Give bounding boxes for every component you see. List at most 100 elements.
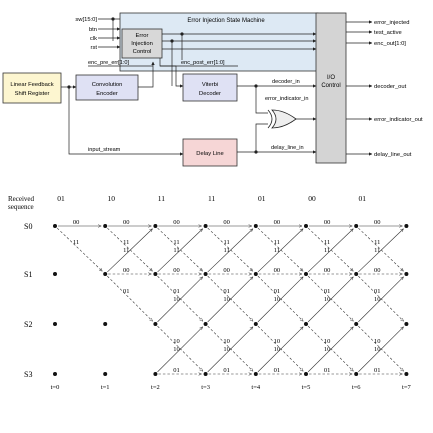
trellis-edge-label: 10: [274, 338, 281, 345]
trellis-edge: [358, 275, 403, 321]
trellis-edge-label: 10: [274, 346, 281, 353]
state-label: S2: [24, 320, 32, 329]
trellis-edge-label: 00: [324, 267, 331, 274]
trellis-edge: [358, 277, 403, 323]
time-label: t=2: [151, 384, 160, 391]
trellis-edge-label: 01: [374, 367, 381, 374]
fsm-title: Error Injection State Machine: [187, 18, 265, 24]
trellis-edge-labels: 0011001111010000111101001010100100111101…: [73, 219, 381, 374]
label-decoder-in: decoder_in: [272, 79, 300, 85]
encoder-line-2: Encoder: [96, 91, 118, 97]
delay-line-box: [182, 138, 238, 167]
trellis-edge: [56, 227, 102, 271]
output-labels: error_injected test_active enc_out[1:0] …: [374, 20, 423, 158]
trellis-edge-label: 11: [374, 239, 380, 246]
input-label-btn: btn: [89, 27, 97, 33]
trellis-edge: [358, 227, 403, 271]
xor-gate: [267, 109, 297, 129]
trellis-node: [153, 322, 158, 326]
trellis-edge: [257, 275, 303, 321]
trellis-node: [404, 372, 409, 376]
trellis-node: [404, 224, 409, 228]
trellis-edge-label: 11: [123, 247, 129, 254]
time-label: t=4: [251, 384, 260, 391]
trellis-node: [253, 272, 258, 276]
trellis-edge-label: 10: [374, 338, 381, 345]
trellis-edge: [207, 229, 253, 273]
trellis-edge-label: 10: [374, 296, 381, 303]
trellis-edge: [257, 227, 303, 271]
lfsr-line-1: Linear Feedback: [10, 82, 53, 88]
trellis-node: [203, 322, 208, 326]
trellis-node: [304, 272, 308, 276]
state-label: S3: [24, 370, 32, 379]
viterbi-line-2: Decoder: [199, 91, 221, 97]
trellis-node: [304, 224, 308, 228]
trellis-edge-label: 11: [374, 247, 380, 254]
trellis-node: [53, 224, 57, 228]
trellis-edge-label: 01: [173, 367, 180, 374]
output-label-enc-out: enc_out[1:0]: [374, 41, 406, 47]
trellis-node: [103, 224, 108, 228]
trellis-edge: [157, 277, 203, 323]
trellis-edge-label: 10: [173, 346, 180, 353]
input-labels: sw[15:0] btn clk rst: [75, 17, 97, 51]
trellis-edge: [207, 327, 253, 373]
received-symbol: 00: [308, 194, 316, 203]
trellis-edge: [107, 275, 152, 321]
trellis-edge-label: 11: [324, 239, 330, 246]
output-label-error-injected: error_injected: [374, 20, 409, 26]
received-label-line-2: sequence: [8, 203, 34, 211]
time-label: t=7: [402, 384, 411, 391]
connection-lines: [61, 58, 317, 156]
trellis-edge-label: 00: [274, 267, 281, 274]
label-input-stream: input_stream: [88, 147, 121, 153]
trellis-edge-label: 00: [374, 267, 381, 274]
trellis-node: [103, 272, 108, 276]
trellis-edge: [107, 229, 152, 273]
time-label: t=5: [302, 384, 311, 391]
trellis-edge-label: 10: [223, 338, 230, 345]
trellis-edge: [157, 327, 203, 373]
trellis-edge-label: 10: [374, 346, 381, 353]
time-label: t=6: [352, 384, 361, 391]
trellis-edge-label: 10: [223, 346, 230, 353]
io-control-line-2: Control: [321, 83, 340, 89]
input-lines: [98, 18, 121, 49]
trellis-edge: [307, 227, 353, 271]
trellis-edge-label: 01: [274, 288, 281, 295]
trellis-node: [253, 322, 258, 326]
trellis-edge-label: 01: [123, 288, 130, 295]
trellis-edge: [257, 327, 303, 373]
encoder-line-1: Convolution: [92, 82, 123, 88]
trellis-edge-label: 10: [173, 296, 180, 303]
eic-line-3: Control: [133, 49, 152, 55]
trellis-edge-label: 11: [73, 239, 79, 246]
trellis-edge: [358, 325, 403, 371]
trellis-edge: [257, 277, 303, 323]
input-label-sw: sw[15:0]: [75, 17, 97, 23]
output-label-test-active: test_active: [374, 30, 402, 36]
trellis-edge-label: 10: [223, 296, 230, 303]
trellis-edge-label: 00: [173, 219, 180, 226]
time-label: t=0: [51, 384, 60, 391]
viterbi-line-1: Viterbi: [202, 82, 218, 88]
trellis-node: [253, 224, 258, 228]
trellis-edge: [358, 327, 403, 373]
error-injection-control-box: [121, 28, 163, 59]
trellis-edge: [207, 325, 253, 371]
trellis-edge: [307, 277, 353, 323]
received-symbol: 10: [107, 194, 115, 203]
output-label-error-indicator-out: error_indicator_out: [374, 117, 423, 123]
delay-line-label: Delay Line: [196, 151, 223, 157]
trellis-nodes: [53, 224, 409, 376]
convolution-encoder-box: [75, 74, 139, 101]
trellis-node: [203, 272, 208, 276]
trellis-edge-label: 00: [73, 219, 80, 226]
signal-labels: enc_pre_err[1:0] enc_post_err[1:0] decod…: [88, 60, 309, 153]
trellis-edges: [56, 226, 403, 374]
trellis-edge-label: 11: [123, 239, 129, 246]
trellis-edge: [257, 325, 303, 371]
